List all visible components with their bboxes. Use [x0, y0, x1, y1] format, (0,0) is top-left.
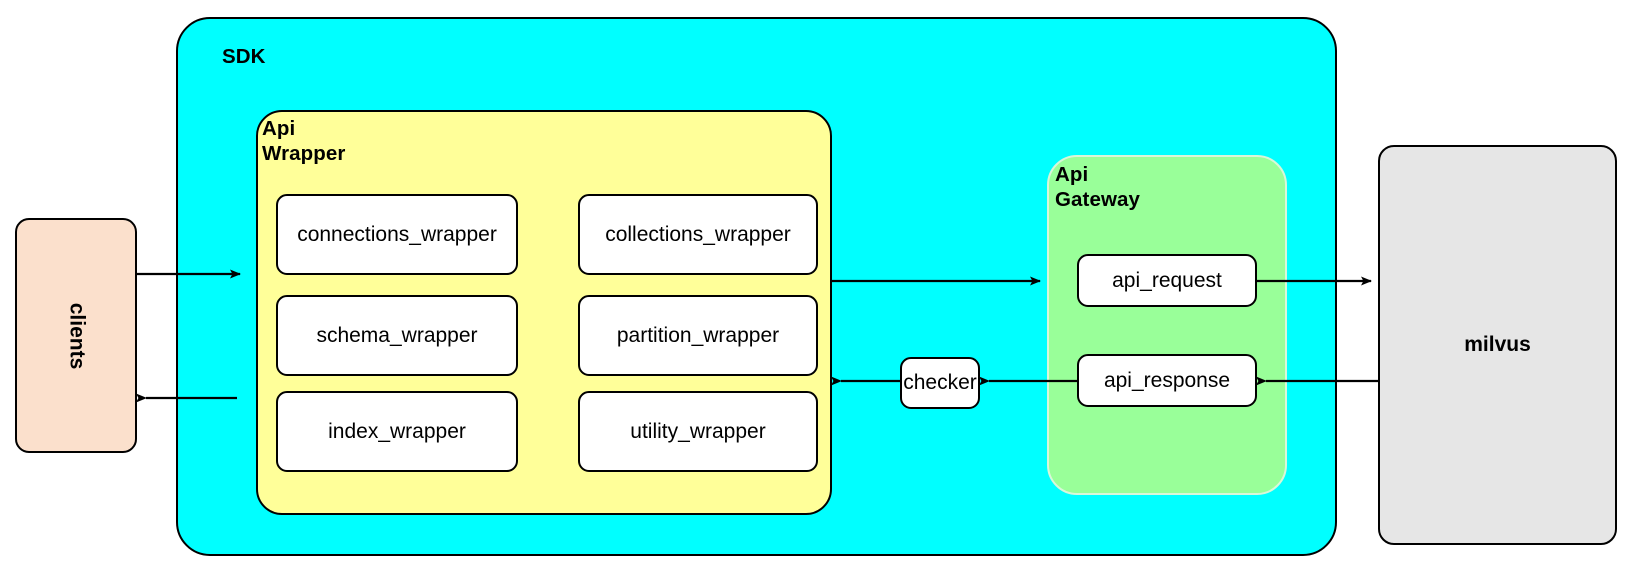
node-index-wrapper[interactable]: index_wrapper — [276, 391, 518, 472]
container-api-gateway-label: Api Gateway — [1055, 163, 1141, 211]
container-api-wrapper-label: Api Wrapper — [262, 117, 346, 165]
node-connections-wrapper[interactable]: connections_wrapper — [276, 194, 518, 275]
container-sdk-label: SDK — [222, 45, 266, 68]
node-milvus[interactable]: milvus — [1378, 145, 1617, 545]
container-api-gateway[interactable] — [1047, 155, 1287, 495]
node-partition-wrapper[interactable]: partition_wrapper — [578, 295, 818, 376]
node-schema-wrapper[interactable]: schema_wrapper — [276, 295, 518, 376]
node-checker[interactable]: checker — [900, 357, 980, 409]
node-clients[interactable]: clients — [15, 218, 137, 453]
node-utility-wrapper[interactable]: utility_wrapper — [578, 391, 818, 472]
node-api-request[interactable]: api_request — [1077, 254, 1257, 307]
node-api-response[interactable]: api_response — [1077, 354, 1257, 407]
node-collections-wrapper[interactable]: collections_wrapper — [578, 194, 818, 275]
